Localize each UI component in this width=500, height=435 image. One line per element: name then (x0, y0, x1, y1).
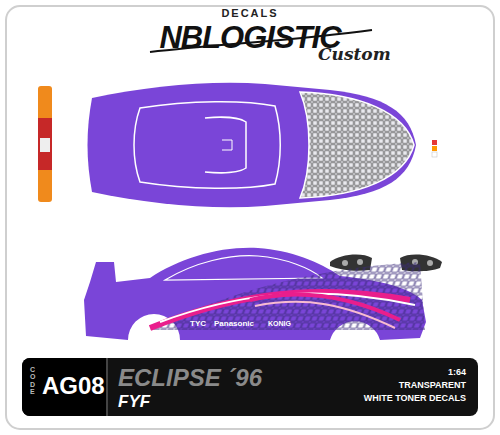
product-code: AG08 (42, 374, 105, 398)
sponsor-logo: KONIG (268, 320, 291, 327)
decal-type: TRANSPARENT (399, 381, 466, 390)
model-name: ECLIPSE ´96 (118, 366, 262, 390)
logo-subtitle: DECALS (221, 8, 278, 19)
decal-type: WHITE TONER DECALS (364, 394, 466, 403)
livery-name: FYF (118, 393, 150, 410)
info-band: CODE AG08 ECLIPSE ´96FYF 1:64TRANSPARENT WHI… (22, 358, 478, 416)
code-label: CODE (30, 366, 37, 395)
scale: 1:64 (448, 368, 466, 377)
sponsor-logo: TYC (190, 320, 206, 328)
sponsor-logo: Panasonic (214, 320, 254, 328)
brand-logo: NBLOGISTIC (159, 22, 340, 53)
logo-script: Custom (318, 46, 391, 63)
